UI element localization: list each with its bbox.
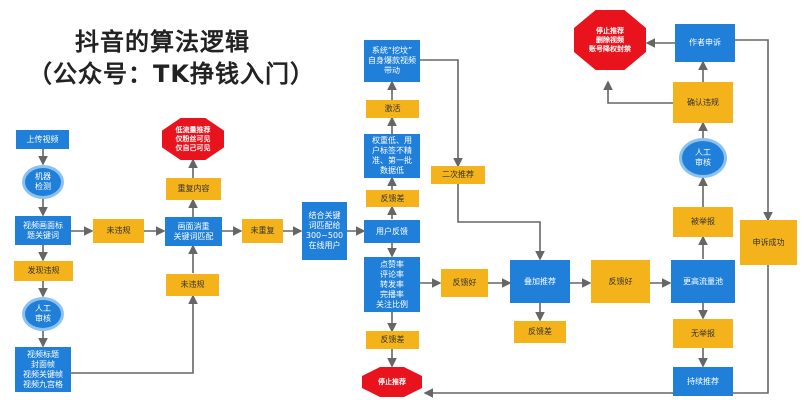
stop-delete-ban-sign: 停止推荐 删除视频 账号降权封禁 (574, 10, 646, 70)
manual-review-right-circle: 人工 审核 (679, 138, 727, 178)
not-repeat-node: 未重复 (242, 219, 283, 243)
arrow (423, 265, 769, 398)
overlay-recommend-node: 叠加推荐 (510, 260, 570, 303)
activate-node: 激活 (366, 100, 419, 118)
video-keyword-node: 视频画面标 题关键词 (15, 216, 71, 245)
diagram-title: 抖音的算法逻辑 (75, 28, 250, 56)
author-appeal-node: 作者申诉 (675, 24, 735, 62)
bad-feedback-mid-node: 反馈差 (514, 321, 566, 343)
user-feedback-node: 用户反馈 (364, 220, 420, 243)
diagram-subtitle: （公众号：TK挣钱入门） (28, 60, 315, 88)
repeat-content-node: 重复内容 (166, 178, 221, 200)
confirm-violation-node: 确认违规 (673, 82, 733, 123)
video-items-node: 视频标题 封面帧 视频关键帧 视频九宫格 (15, 347, 71, 392)
continue-recommend-node: 持续推荐 (673, 367, 733, 396)
manual-review-left-circle: 人工 审核 (22, 297, 64, 331)
machine-check-circle: 机器 检测 (22, 165, 64, 199)
combine-keyword-node: 结合关键 词匹配给 300~500 在线用户 (302, 202, 347, 260)
no-violation-node: 未违规 (93, 219, 144, 243)
higher-traffic-pool-node: 更高流量池 (671, 260, 735, 303)
arrow (603, 80, 675, 104)
appeal-success-node: 申诉成功 (740, 220, 797, 265)
low-weight-node: 权重低、用 户标签不精 准、第一批 数据低 (364, 134, 420, 178)
bad-feedback-top-node: 反馈差 (366, 190, 419, 207)
arrow (457, 184, 545, 261)
metrics-node: 点赞率 评论率 转发率 完播率 关注比例 (364, 257, 420, 312)
arrow (735, 39, 773, 222)
stop-recommend-bottom-sign: 停止推荐 (362, 367, 422, 397)
no-report-node: 无举报 (673, 319, 733, 348)
low-traffic-stop-sign: 低流量推荐 仅粉丝可见 仅自己可见 (162, 118, 224, 160)
good-feedback-2-node: 反馈好 (591, 260, 650, 303)
system-dig-node: 系统“挖坟” 自身爆款视频 带动 (364, 40, 420, 82)
no-violation-2-node: 未违规 (166, 274, 219, 296)
upload-video-node: 上传视频 (16, 130, 69, 149)
second-recommend-node: 二次推荐 (431, 166, 485, 184)
good-feedback-1-node: 反馈好 (441, 269, 488, 297)
found-violation-node: 发现违规 (14, 261, 73, 281)
arrow (70, 294, 198, 374)
screen-dedupe-node: 画面消重 关键词匹配 (165, 217, 222, 246)
arrow (420, 59, 463, 168)
bad-feedback-bottom-node: 反馈差 (366, 331, 419, 349)
reported-node: 被举报 (673, 207, 733, 237)
